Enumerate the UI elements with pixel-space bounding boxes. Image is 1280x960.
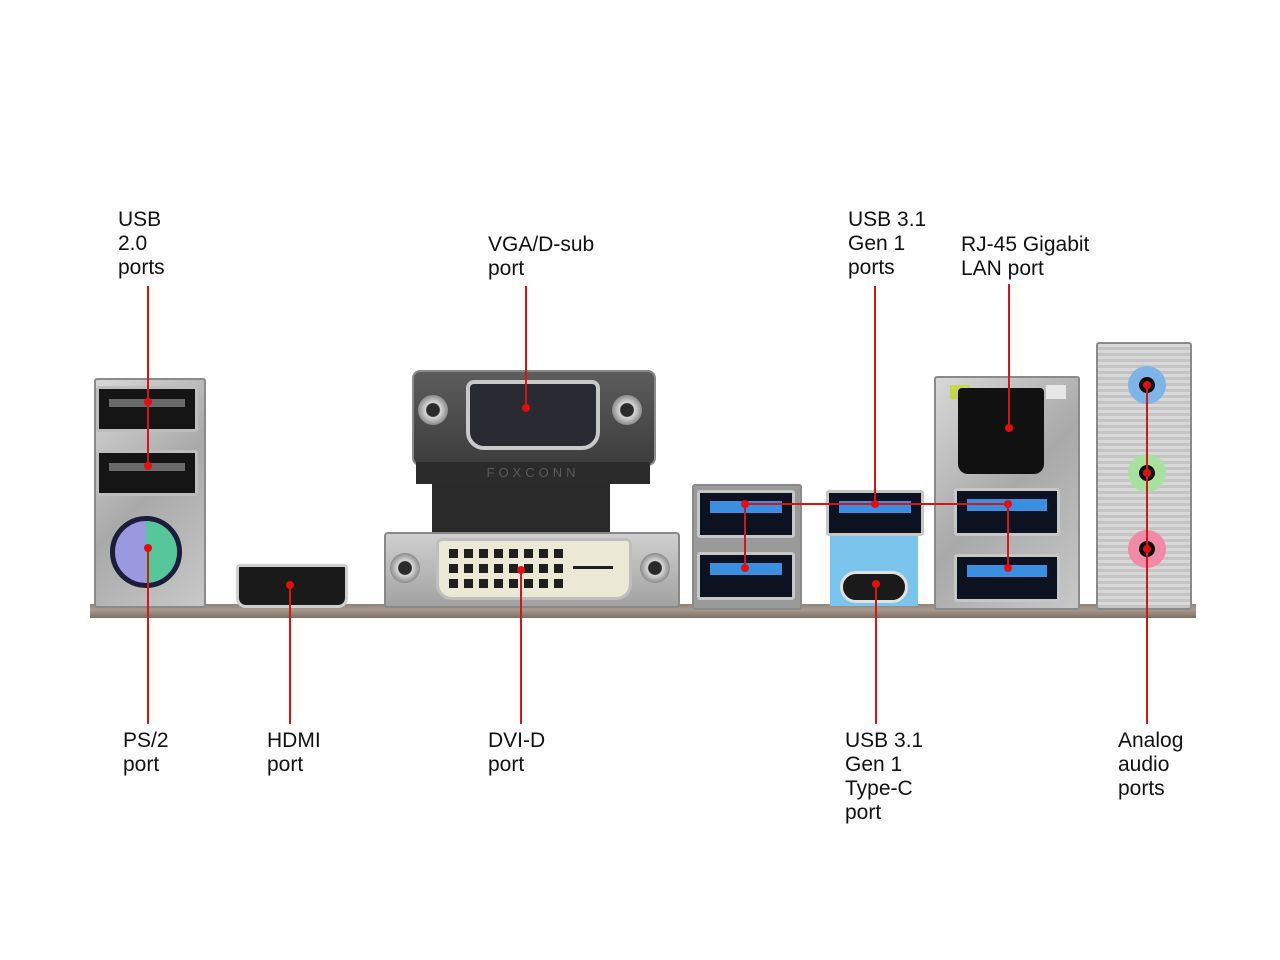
marker-type-c bbox=[872, 580, 880, 588]
marker-audio-1 bbox=[1143, 381, 1151, 389]
rj45-lan-port bbox=[958, 388, 1044, 474]
label-vga-port: VGA/D-sub port bbox=[488, 233, 595, 280]
dvi-pin bbox=[509, 549, 518, 558]
marker-ps2 bbox=[144, 544, 152, 552]
dvi-pin bbox=[464, 564, 473, 573]
leader-usb-3-1-right-stack bbox=[1007, 503, 1009, 568]
marker-usb3-left-bottom bbox=[741, 564, 749, 572]
dvi-pin bbox=[524, 579, 533, 588]
dvi-pin bbox=[539, 564, 548, 573]
dvi-pin bbox=[509, 564, 518, 573]
marker-audio-3 bbox=[1143, 545, 1151, 553]
label-ps2-port: PS/2 port bbox=[123, 729, 169, 776]
dvi-pin bbox=[524, 564, 533, 573]
usb-3-1-port-left-top bbox=[697, 490, 795, 538]
vga-port bbox=[466, 380, 600, 450]
dvi-pin bbox=[554, 549, 563, 558]
marker-usb2-bottom bbox=[144, 462, 152, 470]
leader-type-c bbox=[875, 584, 877, 724]
leader-audio bbox=[1146, 384, 1148, 724]
dvi-pin bbox=[539, 579, 548, 588]
label-dvi-port: DVI-D port bbox=[488, 729, 546, 776]
marker-usb3-right-top bbox=[1004, 500, 1012, 508]
usb-3-1-port-left-bottom bbox=[697, 552, 795, 600]
leader-dvi bbox=[520, 570, 522, 724]
dvi-pin bbox=[494, 549, 503, 558]
label-rj45-lan-port: RJ-45 Gigabit LAN port bbox=[961, 233, 1090, 280]
dvi-screw-right bbox=[640, 553, 670, 583]
marker-usb2-top bbox=[144, 398, 152, 406]
leader-vga bbox=[525, 286, 527, 406]
marker-audio-2 bbox=[1143, 469, 1151, 477]
dvi-ground-blade bbox=[573, 566, 613, 569]
dvi-pin bbox=[494, 564, 503, 573]
dvi-pin bbox=[449, 579, 458, 588]
leader-hdmi bbox=[289, 585, 291, 724]
lan-led-white bbox=[1046, 385, 1066, 399]
vga-screw-left bbox=[418, 395, 448, 425]
dvi-pin bbox=[449, 564, 458, 573]
marker-usb3-center bbox=[871, 500, 879, 508]
leader-usb-3-1-vertical bbox=[874, 286, 876, 504]
dvi-pin bbox=[464, 579, 473, 588]
leader-ps2 bbox=[147, 548, 149, 724]
label-hdmi-port: HDMI port bbox=[267, 729, 321, 776]
label-usb-2-0-ports: USB 2.0 ports bbox=[118, 208, 165, 279]
dvi-pin bbox=[479, 549, 488, 558]
marker-dvi bbox=[517, 566, 525, 574]
vga-dvi-tower bbox=[432, 484, 610, 534]
dvi-pin bbox=[539, 549, 548, 558]
connector-brand: FOXCONN bbox=[416, 462, 650, 484]
dvi-pin bbox=[479, 579, 488, 588]
dvi-d-port bbox=[436, 538, 632, 600]
marker-hdmi bbox=[286, 581, 294, 589]
label-type-c-port: USB 3.1 Gen 1 Type-C port bbox=[845, 729, 924, 824]
label-analog-audio-ports: Analog audio ports bbox=[1118, 729, 1184, 800]
dvi-pin bbox=[479, 564, 488, 573]
leader-usb-3-1-left-stack bbox=[744, 503, 746, 568]
board-edge bbox=[90, 604, 1196, 618]
ps2-port bbox=[110, 516, 182, 588]
marker-usb3-left-top bbox=[741, 500, 749, 508]
leader-rj45 bbox=[1008, 284, 1010, 426]
dvi-pin bbox=[524, 549, 533, 558]
dvi-pin bbox=[449, 549, 458, 558]
dvi-pin bbox=[554, 579, 563, 588]
dvi-pin bbox=[509, 579, 518, 588]
marker-usb3-right-bottom bbox=[1004, 564, 1012, 572]
marker-rj45 bbox=[1005, 424, 1013, 432]
dvi-pin bbox=[554, 564, 563, 573]
vga-screw-right bbox=[612, 395, 642, 425]
leader-usb-2-0 bbox=[147, 286, 149, 466]
dvi-screw-left bbox=[390, 553, 420, 583]
dvi-pin bbox=[464, 549, 473, 558]
marker-vga bbox=[522, 404, 530, 412]
dvi-pin bbox=[494, 579, 503, 588]
label-usb-3-1-ports: USB 3.1 Gen 1 ports bbox=[848, 208, 927, 279]
